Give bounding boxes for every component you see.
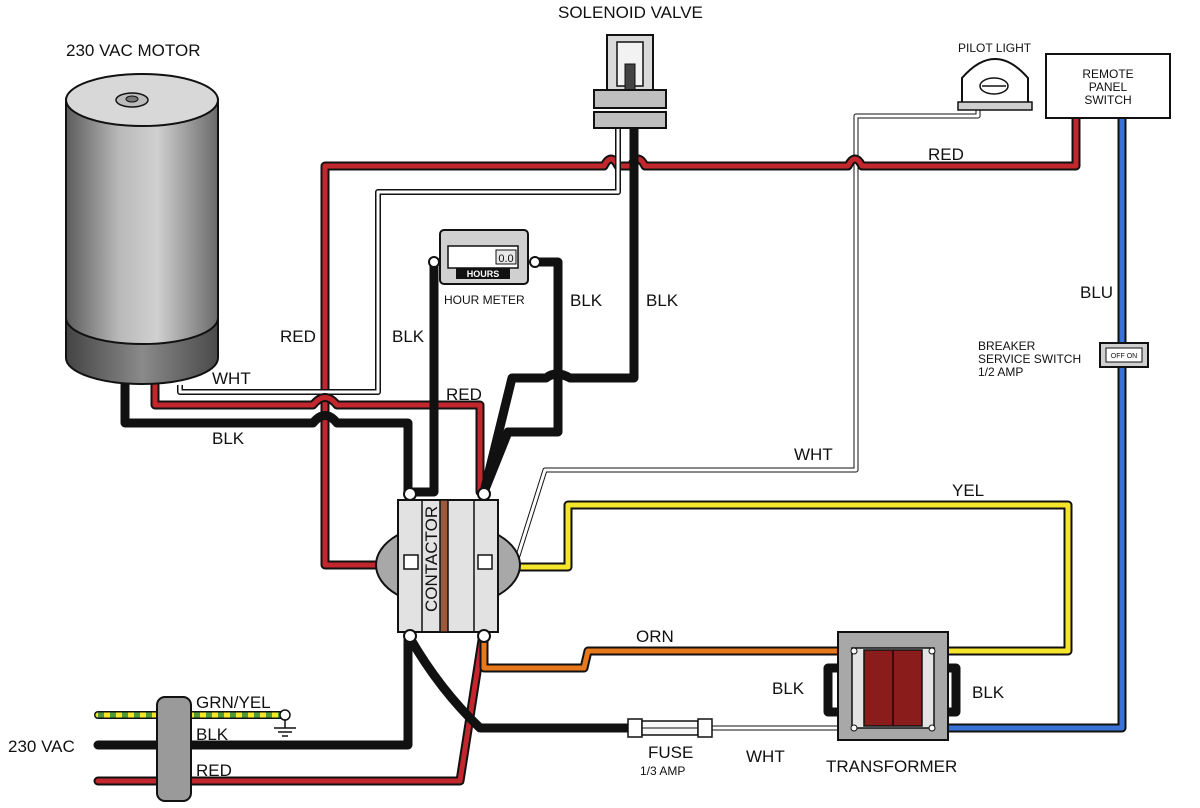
hour-meter-label: HOUR METER [444, 293, 525, 307]
remote-switch-line2: PANEL [1089, 80, 1128, 94]
wire-blk-supply [93, 635, 413, 750]
wire-wht-right [513, 98, 981, 564]
wire-orn [479, 635, 855, 673]
remote-switch-line3: SWITCH [1084, 93, 1131, 107]
wire-blk-motor [120, 380, 413, 497]
breaker-switch [1099, 342, 1149, 368]
wire-red-supply [93, 635, 487, 786]
wire-wht-motor [177, 116, 621, 395]
label-blk-meter: BLK [570, 291, 603, 310]
wire-blk-meter-left [405, 257, 439, 497]
solenoid-label: SOLENOID VALVE [558, 3, 703, 22]
label-blk-supply: BLK [196, 725, 229, 744]
fuse [627, 718, 713, 738]
label-grn-yel: GRN/YEL [196, 693, 271, 712]
motor-label: 230 VAC MOTOR [66, 41, 200, 60]
wire-yel [515, 500, 1073, 656]
wire-red-mid [150, 380, 485, 497]
label-blk-motor: BLK [212, 429, 245, 448]
remote-switch-line1: REMOTE [1082, 67, 1133, 81]
label-orn: ORN [636, 627, 674, 646]
motor [65, 73, 219, 385]
contactor [375, 487, 521, 643]
remote-panel-switch [1045, 53, 1171, 119]
breaker-line1: BREAKER [978, 339, 1036, 353]
supply-label: 230 VAC [8, 737, 75, 756]
wire-blu [931, 113, 1127, 733]
wire-blk-fuse [405, 633, 633, 733]
breaker-face: OFF ON [1111, 353, 1137, 360]
label-wht-right: WHT [794, 445, 833, 464]
pilot-light [957, 58, 1033, 111]
transformer [837, 631, 949, 741]
hour-meter [428, 229, 541, 285]
label-blk-left: BLK [392, 327, 425, 346]
label-blk-xfmr-left: BLK [772, 679, 805, 698]
solenoid-valve [593, 34, 667, 129]
breaker-line3: 1/2 AMP [978, 365, 1023, 379]
label-red-mid: RED [446, 385, 482, 404]
fuse-label: FUSE [648, 743, 693, 762]
pilot-light-label: PILOT LIGHT [958, 41, 1032, 55]
label-red-left: RED [280, 327, 316, 346]
label-blk-xfmr-right: BLK [972, 683, 1005, 702]
wire-blk-solenoid [479, 113, 639, 497]
wire-blk-meter-right [479, 257, 563, 497]
hour-meter-display: 0.0 [498, 253, 513, 265]
hour-meter-face: HOURS [467, 269, 500, 279]
label-wht-motor: WHT [212, 369, 251, 388]
fuse-rating: 1/3 AMP [640, 764, 685, 778]
ground-icon [274, 709, 296, 737]
label-blk-solenoid: BLK [646, 291, 679, 310]
label-red-top: RED [928, 145, 964, 164]
breaker-line2: SERVICE SWITCH [978, 352, 1081, 366]
supply-cable-clamp [156, 696, 192, 802]
label-yel: YEL [952, 481, 984, 500]
label-red-supply: RED [196, 761, 232, 780]
label-wht-fuse: WHT [746, 747, 785, 766]
contactor-label: CONTACTOR [422, 506, 441, 612]
transformer-label: TRANSFORMER [826, 757, 957, 776]
label-blu: BLU [1080, 283, 1113, 302]
